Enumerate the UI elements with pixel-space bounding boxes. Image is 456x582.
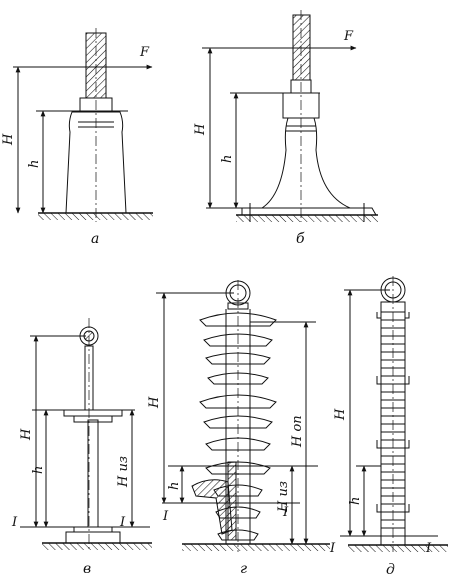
caption-v: в bbox=[83, 561, 91, 577]
mid-flange bbox=[63, 409, 123, 417]
caption-d: д bbox=[386, 562, 395, 578]
height-fixture-label: h bbox=[167, 482, 182, 490]
ground-hatch bbox=[38, 213, 153, 220]
section-label-right: I bbox=[119, 515, 126, 530]
shed bbox=[203, 415, 273, 429]
height-fixture-label: h bbox=[31, 466, 46, 474]
height-total-label: H bbox=[147, 396, 162, 409]
caption-b: б bbox=[296, 231, 305, 247]
shed bbox=[205, 437, 271, 451]
insulator-body bbox=[65, 111, 127, 214]
section-label-right: I bbox=[282, 505, 289, 520]
base-flange bbox=[241, 207, 377, 216]
post-column bbox=[87, 419, 99, 528]
ground-hatch bbox=[182, 544, 330, 551]
joint-flanges bbox=[376, 312, 410, 513]
height-fixture-label: h bbox=[348, 497, 363, 505]
section-label-left: I bbox=[329, 541, 336, 556]
section-label-right: I bbox=[425, 541, 432, 556]
caption-a: а bbox=[91, 231, 99, 247]
shed bbox=[205, 352, 271, 365]
panel-v: H h H из I I в bbox=[11, 318, 152, 577]
mid-flange-hub bbox=[73, 415, 113, 423]
force-label: F bbox=[343, 29, 354, 44]
insulation-height-label: H из bbox=[116, 456, 131, 488]
height-total-label: H bbox=[333, 408, 348, 421]
ground-hatch bbox=[42, 543, 152, 550]
panel-g: H h H оп H из I I г bbox=[147, 280, 330, 577]
support-height-label: H оп bbox=[290, 415, 305, 448]
panel-a: F H h а bbox=[1, 28, 153, 247]
height-fixture-label: h bbox=[220, 155, 235, 163]
height-fixture-label: h bbox=[27, 160, 42, 168]
force-label: F bbox=[139, 45, 150, 60]
panel-d: H h I I д bbox=[329, 276, 448, 578]
base-foot bbox=[65, 531, 121, 543]
insulation-height-label: H из bbox=[276, 481, 291, 513]
height-total-label: H bbox=[19, 428, 34, 441]
flange-section bbox=[191, 479, 233, 535]
shed bbox=[199, 394, 277, 409]
ground-hatch bbox=[236, 215, 378, 222]
shed bbox=[205, 461, 271, 475]
section-label-left: I bbox=[162, 509, 169, 524]
caption-g: г bbox=[240, 561, 247, 577]
ground-hatch bbox=[348, 545, 448, 552]
core-section bbox=[227, 461, 237, 541]
panel-b: F H h б bbox=[193, 10, 378, 247]
shed bbox=[203, 333, 273, 347]
shed bbox=[199, 312, 277, 327]
height-total-label: H bbox=[1, 133, 16, 146]
base-plate bbox=[73, 526, 113, 533]
height-total-label: H bbox=[193, 123, 208, 136]
section-label-left: I bbox=[11, 515, 18, 530]
shed bbox=[207, 372, 269, 385]
